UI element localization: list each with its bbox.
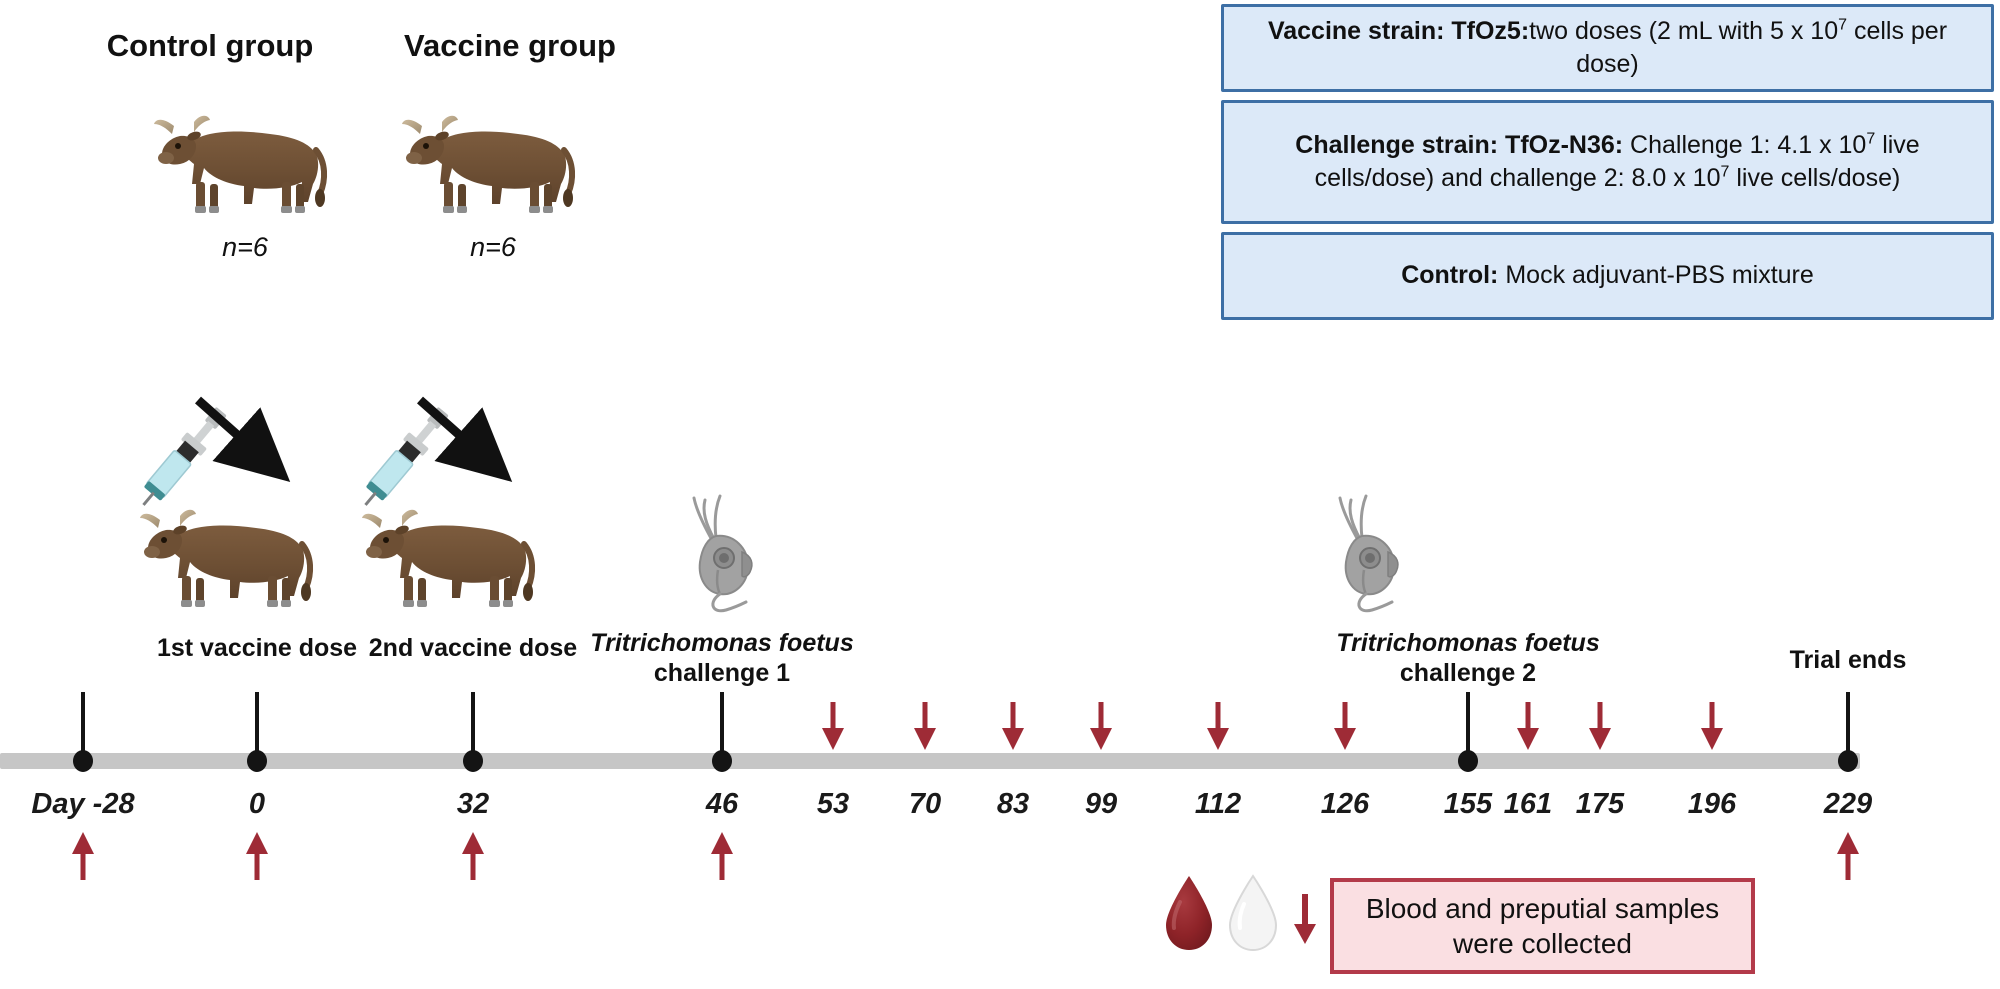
control-label: Control:: [1401, 261, 1499, 290]
cattle-icon: [136, 500, 326, 615]
vaccine-strain-label: Vaccine strain: TfOz5:: [1267, 16, 1530, 45]
event-label-line1: 2nd vaccine dose: [368, 634, 578, 662]
challenge-strain-text2: live cells/dose) and challenge 2: 8.0 x …: [1314, 130, 1920, 192]
event-label-trial-ends: Trial ends: [1723, 645, 1973, 675]
challenge-strain-label: Challenge strain: TfOz-N36:: [1295, 130, 1624, 159]
timeline-tick-stem: [81, 692, 85, 761]
sampling-arrow-down-icon: [908, 700, 942, 754]
timeline-tick-stem: [255, 692, 259, 761]
injection-arrow-icon: [190, 392, 300, 492]
cattle-icon: [358, 500, 548, 615]
timeline-day-label: Day -28: [31, 788, 135, 820]
timeline-day-label: 229: [1823, 788, 1873, 820]
sample-legend-box: Blood and preputial samples were collect…: [1330, 878, 1755, 974]
timeline-day-label: 155: [1443, 788, 1493, 820]
timeline-day-label: 161: [1503, 788, 1553, 820]
timeline-day-label: 99: [1084, 788, 1118, 820]
event-label-line1: Trial ends: [1789, 646, 1907, 674]
timeline-day-label: 70: [908, 788, 942, 820]
timeline-day-label: 0: [248, 788, 266, 820]
event-label-line1: Tritrichomonas foetus: [590, 629, 854, 657]
control-text: Mock adjuvant-PBS mixture: [1498, 261, 1814, 290]
sampling-arrow-up-icon: [456, 830, 490, 882]
challenge-strain-info-box: Challenge strain: TfOz-N36: Challenge 1:…: [1221, 100, 1994, 224]
vaccine-strain-info-box: Vaccine strain: TfOz5:two doses (2 mL wi…: [1221, 4, 1994, 92]
blood-drop-icon: [1158, 872, 1220, 954]
group-sample-size: n=6: [222, 232, 268, 262]
vaccine-strain-text: two doses (2 mL with 5 x 10: [1529, 16, 1839, 45]
sampling-arrow-up-icon: [1831, 830, 1865, 882]
event-label-challenge2: Tritrichomonas foetus challenge 2: [1318, 628, 1618, 688]
timeline-tick-dot[interactable]: [712, 750, 732, 772]
timeline-tick-dot[interactable]: [1838, 750, 1858, 772]
event-label-challenge1: Tritrichomonas foetus challenge 1: [572, 628, 872, 688]
timeline-day-label: 126: [1320, 788, 1370, 820]
sampling-arrow-down-icon: [1328, 700, 1362, 754]
timeline-day-label: 32: [456, 788, 490, 820]
event-label-line1: 1st vaccine dose: [156, 634, 358, 662]
sample-legend-arrow-icon: [1288, 892, 1322, 948]
sampling-arrow-up-icon: [705, 830, 739, 882]
parasite-icon: [1318, 478, 1428, 618]
event-label-dose2: 2nd vaccine dose: [323, 633, 623, 663]
timeline-day-label: 196: [1687, 788, 1737, 820]
sampling-arrow-down-icon: [1583, 700, 1617, 754]
timeline-day-label: 112: [1194, 788, 1242, 820]
timeline-tick-dot[interactable]: [247, 750, 267, 772]
timeline-tick-dot[interactable]: [73, 750, 93, 772]
timeline-tick-stem: [1466, 692, 1470, 761]
control-group-block: Control group: [60, 28, 360, 64]
group-title: Control group: [106, 28, 314, 63]
challenge-strain-text: Challenge 1: 4.1 x 10: [1623, 130, 1867, 159]
group-sample-size: n=6: [470, 232, 516, 262]
control-info-box: Control: Mock adjuvant-PBS mixture: [1221, 232, 1994, 320]
sample-legend-line1: Blood and preputial samples: [1365, 893, 1720, 924]
injection-arrow-icon: [412, 392, 522, 492]
timeline-day-label: 175: [1575, 788, 1625, 820]
sample-legend-line2: were collected: [1453, 928, 1632, 959]
timeline-day-label: 83: [996, 788, 1030, 820]
group-title: Vaccine group: [404, 28, 616, 63]
timeline-tick-dot[interactable]: [1458, 750, 1478, 772]
timeline-day-label: 53: [816, 788, 850, 820]
cattle-icon: [150, 106, 340, 221]
sampling-arrow-down-icon: [1084, 700, 1118, 754]
timeline-tick-dot[interactable]: [463, 750, 483, 772]
challenge-strain-exponent-2: 7: [1720, 163, 1730, 181]
event-label-line2: challenge 2: [1399, 659, 1537, 687]
event-label-line2: challenge 1: [653, 659, 791, 687]
timeline-tick-stem: [720, 692, 724, 761]
syringe-icon: [126, 395, 256, 525]
timeline-tick-stem: [471, 692, 475, 761]
event-label-dose1: 1st vaccine dose: [107, 633, 407, 663]
syringe-icon: [348, 395, 478, 525]
sampling-arrow-down-icon: [996, 700, 1030, 754]
event-label-line1: Tritrichomonas foetus: [1336, 629, 1600, 657]
sampling-arrow-up-icon: [240, 830, 274, 882]
clear-drop-icon: [1222, 872, 1284, 954]
vaccine-strain-text2: cells per dose): [1576, 16, 1948, 78]
sampling-arrow-up-icon: [66, 830, 100, 882]
sampling-arrow-down-icon: [816, 700, 850, 754]
sampling-arrow-down-icon: [1695, 700, 1729, 754]
vaccine-group-block: Vaccine group: [360, 28, 660, 64]
timeline-tick-stem: [1846, 692, 1850, 761]
sampling-arrow-down-icon: [1201, 700, 1235, 754]
timeline-day-label: 46: [705, 788, 739, 820]
challenge-strain-text3: live cells/dose): [1729, 164, 1901, 192]
challenge-strain-exponent-1: 7: [1866, 130, 1876, 148]
parasite-icon: [672, 478, 782, 618]
sampling-arrow-down-icon: [1511, 700, 1545, 754]
cattle-icon: [398, 106, 588, 221]
vaccine-strain-exponent: 7: [1838, 16, 1847, 34]
